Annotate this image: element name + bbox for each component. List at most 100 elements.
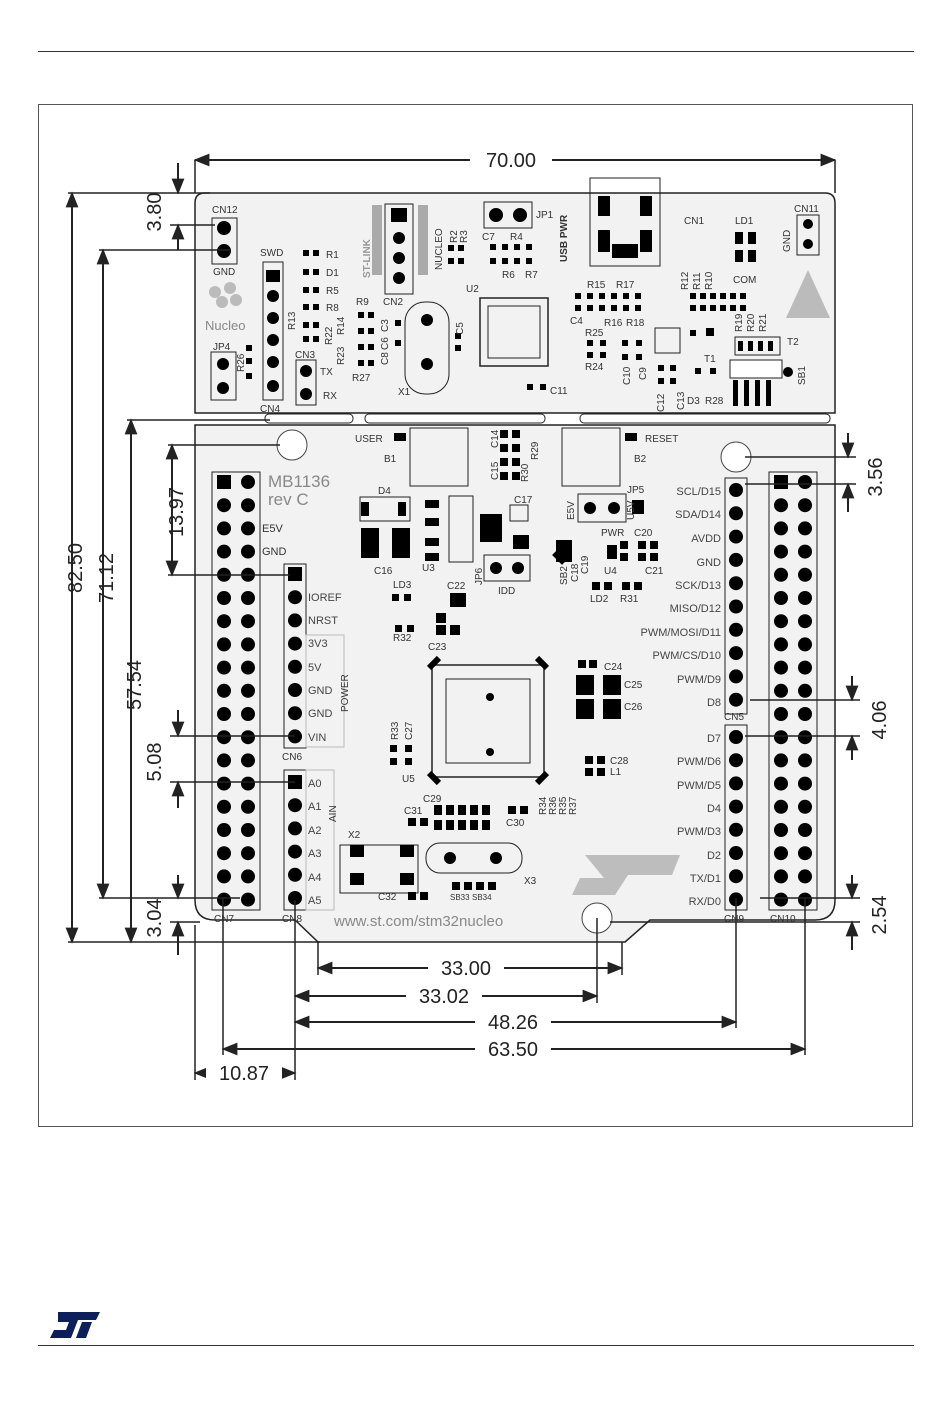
label-c31: C31 bbox=[404, 806, 423, 817]
dim-2-54: 2.54 bbox=[869, 896, 891, 935]
label-d4: D4 bbox=[378, 486, 391, 497]
header-pin bbox=[729, 753, 743, 768]
label-r20: R20 bbox=[746, 313, 757, 332]
dimension-values: 70.00 82.50 71.12 57.54 3.80 13.97 5.08 … bbox=[65, 150, 891, 1085]
cn5-pin-d10: PWM/CS/D10 bbox=[653, 650, 721, 662]
header-pin bbox=[241, 614, 255, 629]
label-r30: R30 bbox=[520, 463, 531, 482]
label-idd: IDD bbox=[498, 586, 515, 597]
main-silkscreen-labels: USER RESET B1 B2 C14 C15 R29 R30 C17 E5V… bbox=[214, 429, 796, 930]
label-c8: C8 bbox=[380, 352, 391, 365]
dim-width-total: 70.00 bbox=[486, 150, 536, 172]
header-pin bbox=[729, 622, 743, 637]
header-pin bbox=[729, 552, 743, 567]
label-cn11: CN11 bbox=[794, 204, 819, 215]
header-pin bbox=[217, 776, 231, 791]
st-logo-icon bbox=[50, 1312, 100, 1338]
label-jp4: JP4 bbox=[213, 342, 231, 353]
label-c19: C19 bbox=[580, 555, 591, 574]
label-cn2: CN2 bbox=[383, 297, 403, 308]
header-pin bbox=[798, 475, 812, 489]
header-pin bbox=[729, 776, 743, 791]
label-nucleo-small: NUCLEO bbox=[434, 228, 445, 270]
header-pin bbox=[241, 637, 255, 652]
nucleo-logo-icon bbox=[209, 282, 242, 308]
cn9-pin-d0: RX/D0 bbox=[689, 896, 721, 908]
label-c15: C15 bbox=[490, 461, 501, 480]
header-rule bbox=[38, 51, 914, 52]
label-cn10: CN10 bbox=[770, 914, 796, 925]
cn6-pin-gnd-1: GND bbox=[308, 685, 333, 697]
header-pin bbox=[241, 776, 255, 791]
label-t2: T2 bbox=[787, 337, 799, 348]
label-r36: R36 bbox=[548, 796, 559, 815]
label-cn6: CN6 bbox=[282, 752, 302, 763]
stlink-components bbox=[210, 177, 820, 406]
label-c32: C32 bbox=[378, 892, 397, 903]
label-e5v-cn7: E5V bbox=[262, 523, 283, 535]
header-pin bbox=[774, 776, 788, 791]
header-pin bbox=[241, 521, 255, 536]
label-c24: C24 bbox=[604, 662, 623, 673]
label-r14: R14 bbox=[336, 316, 347, 335]
header-pin bbox=[798, 846, 812, 861]
label-u3: U3 bbox=[422, 563, 435, 574]
label-rx: RX bbox=[323, 391, 337, 402]
label-rev-c: rev C bbox=[268, 490, 309, 509]
header-pin bbox=[217, 498, 231, 513]
header-pin bbox=[729, 869, 743, 884]
dim-13-97: 13.97 bbox=[166, 487, 188, 537]
label-r4: R4 bbox=[510, 232, 523, 243]
label-pwr: PWR bbox=[601, 528, 624, 539]
dim-33-02: 33.02 bbox=[419, 986, 469, 1008]
label-jp5: JP5 bbox=[627, 485, 645, 496]
label-cn9: CN9 bbox=[724, 914, 744, 925]
cn8-pin-a4: A4 bbox=[308, 872, 321, 884]
cn9-pin-d4: D4 bbox=[707, 803, 721, 815]
header-pin bbox=[241, 730, 255, 745]
header-pin bbox=[241, 823, 255, 837]
header-pin bbox=[288, 798, 302, 813]
label-r24: R24 bbox=[585, 362, 604, 373]
label-c30: C30 bbox=[506, 818, 525, 829]
label-b2: B2 bbox=[634, 454, 647, 465]
cn9-pin-d3: PWM/D3 bbox=[677, 826, 721, 838]
header-pin bbox=[729, 669, 743, 684]
dim-10-87: 10.87 bbox=[219, 1063, 269, 1085]
dim-63-50: 63.50 bbox=[488, 1039, 538, 1061]
label-sb33: SB33 bbox=[450, 893, 470, 902]
label-r37: R37 bbox=[568, 796, 579, 815]
header-pin bbox=[217, 846, 231, 861]
header-pin bbox=[288, 891, 302, 905]
cn8-pin-a2: A2 bbox=[308, 825, 321, 837]
cn8-pin-a0: A0 bbox=[308, 778, 321, 790]
header-pin bbox=[288, 613, 302, 628]
cn9-pin-d5: PWM/D5 bbox=[677, 780, 721, 792]
header-pin bbox=[241, 846, 255, 861]
label-mb1136: MB1136 bbox=[268, 472, 330, 491]
header-pin bbox=[729, 730, 743, 744]
header-pin bbox=[241, 475, 255, 489]
header-pin bbox=[798, 869, 812, 884]
label-c4: C4 bbox=[570, 316, 583, 327]
label-c7-top: C7 bbox=[482, 232, 495, 243]
header-pin bbox=[798, 730, 812, 745]
label-c10: C10 bbox=[622, 366, 633, 385]
label-c14: C14 bbox=[490, 429, 501, 448]
label-r31: R31 bbox=[620, 594, 639, 605]
dim-48-26: 48.26 bbox=[488, 1012, 538, 1034]
cn6-pin-nrst: NRST bbox=[308, 615, 338, 627]
footer-rule bbox=[38, 1345, 914, 1346]
label-cn3: CN3 bbox=[295, 350, 315, 361]
label-b1: B1 bbox=[384, 454, 397, 465]
header-pin bbox=[774, 892, 788, 907]
label-c13: C13 bbox=[676, 391, 687, 410]
header-pin bbox=[288, 844, 302, 859]
break-slots bbox=[264, 413, 831, 424]
header-pin bbox=[217, 683, 231, 698]
label-cn7: CN7 bbox=[214, 914, 234, 925]
header-pin bbox=[798, 823, 812, 837]
header-pin bbox=[774, 683, 788, 698]
label-c9: C9 bbox=[638, 367, 649, 380]
